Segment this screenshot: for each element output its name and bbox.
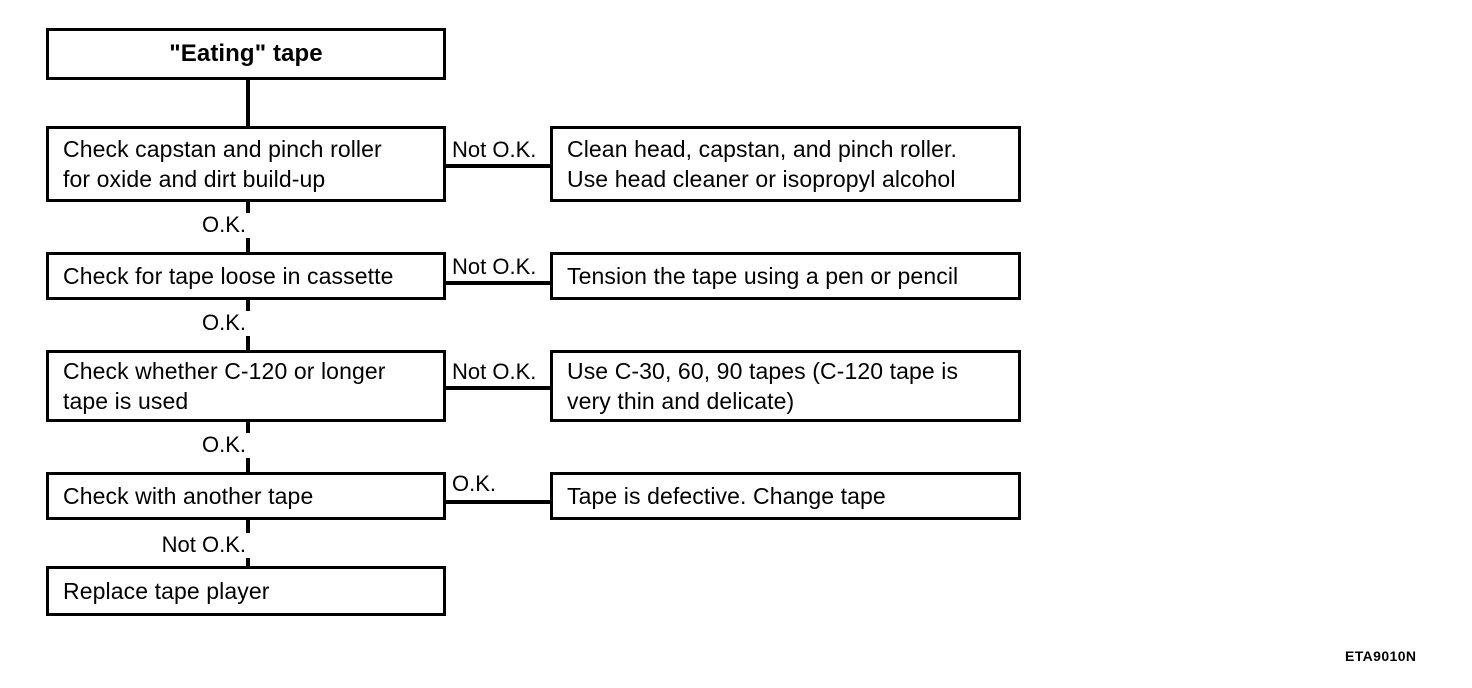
- node-replace-tape-player: Replace tape player: [46, 566, 446, 616]
- connector-another-tape-to-defective: [444, 500, 552, 504]
- node-use-shorter-tape-line1: Use C-30, 60, 90 tapes (C-120 tape is: [567, 358, 959, 384]
- node-check-capstan-line2: for oxide and dirt build-up: [63, 166, 326, 192]
- connector-title-to-capstan: [246, 80, 250, 128]
- node-check-another-tape-line1: Check with another tape: [63, 483, 314, 509]
- node-tape-defective-line1: Tape is defective. Change tape: [567, 483, 886, 509]
- node-replace-tape-player-line1: Replace tape player: [63, 578, 270, 604]
- edge-label-flow-to-another: O.K.: [166, 433, 250, 458]
- node-clean-head-line2: Use head cleaner or isopropyl alcohol: [567, 166, 956, 192]
- edge-label-branch-capstan: Not O.K.: [449, 138, 539, 163]
- node-clean-head: Clean head, capstan, and pinch roller. U…: [550, 126, 1021, 202]
- connector-c120-to-shorter-tape: [444, 386, 552, 390]
- node-tension-tape: Tension the tape using a pen or pencil: [550, 252, 1021, 300]
- node-check-loose: Check for tape loose in cassette: [46, 252, 446, 300]
- node-check-capstan-line1: Check capstan and pinch roller: [63, 136, 382, 162]
- reference-code: ETA9010N: [1345, 648, 1417, 664]
- edge-label-branch-another: O.K.: [449, 472, 499, 497]
- node-title-eating-tape: "Eating" tape: [46, 28, 446, 80]
- node-use-shorter-tape: Use C-30, 60, 90 tapes (C-120 tape is ve…: [550, 350, 1021, 422]
- edge-label-branch-c120: Not O.K.: [449, 360, 539, 385]
- edge-label-flow-to-replace: Not O.K.: [126, 533, 250, 558]
- node-tape-defective: Tape is defective. Change tape: [550, 472, 1021, 520]
- node-title-label: "Eating" tape: [169, 40, 323, 67]
- connector-loose-to-tension: [444, 281, 552, 285]
- node-check-loose-line1: Check for tape loose in cassette: [63, 263, 394, 289]
- connector-capstan-to-clean: [444, 164, 552, 168]
- edge-label-branch-loose: Not O.K.: [449, 255, 539, 280]
- edge-label-flow-to-loose: O.K.: [166, 213, 250, 238]
- node-use-shorter-tape-line2: very thin and delicate): [567, 388, 795, 414]
- node-check-c120-line2: tape is used: [63, 388, 189, 414]
- node-check-c120: Check whether C-120 or longer tape is us…: [46, 350, 446, 422]
- edge-label-flow-to-c120: O.K.: [166, 311, 250, 336]
- node-tension-tape-line1: Tension the tape using a pen or pencil: [567, 263, 959, 289]
- node-check-c120-line1: Check whether C-120 or longer: [63, 358, 386, 384]
- node-clean-head-line1: Clean head, capstan, and pinch roller.: [567, 136, 957, 162]
- node-check-capstan: Check capstan and pinch roller for oxide…: [46, 126, 446, 202]
- node-check-another-tape: Check with another tape: [46, 472, 446, 520]
